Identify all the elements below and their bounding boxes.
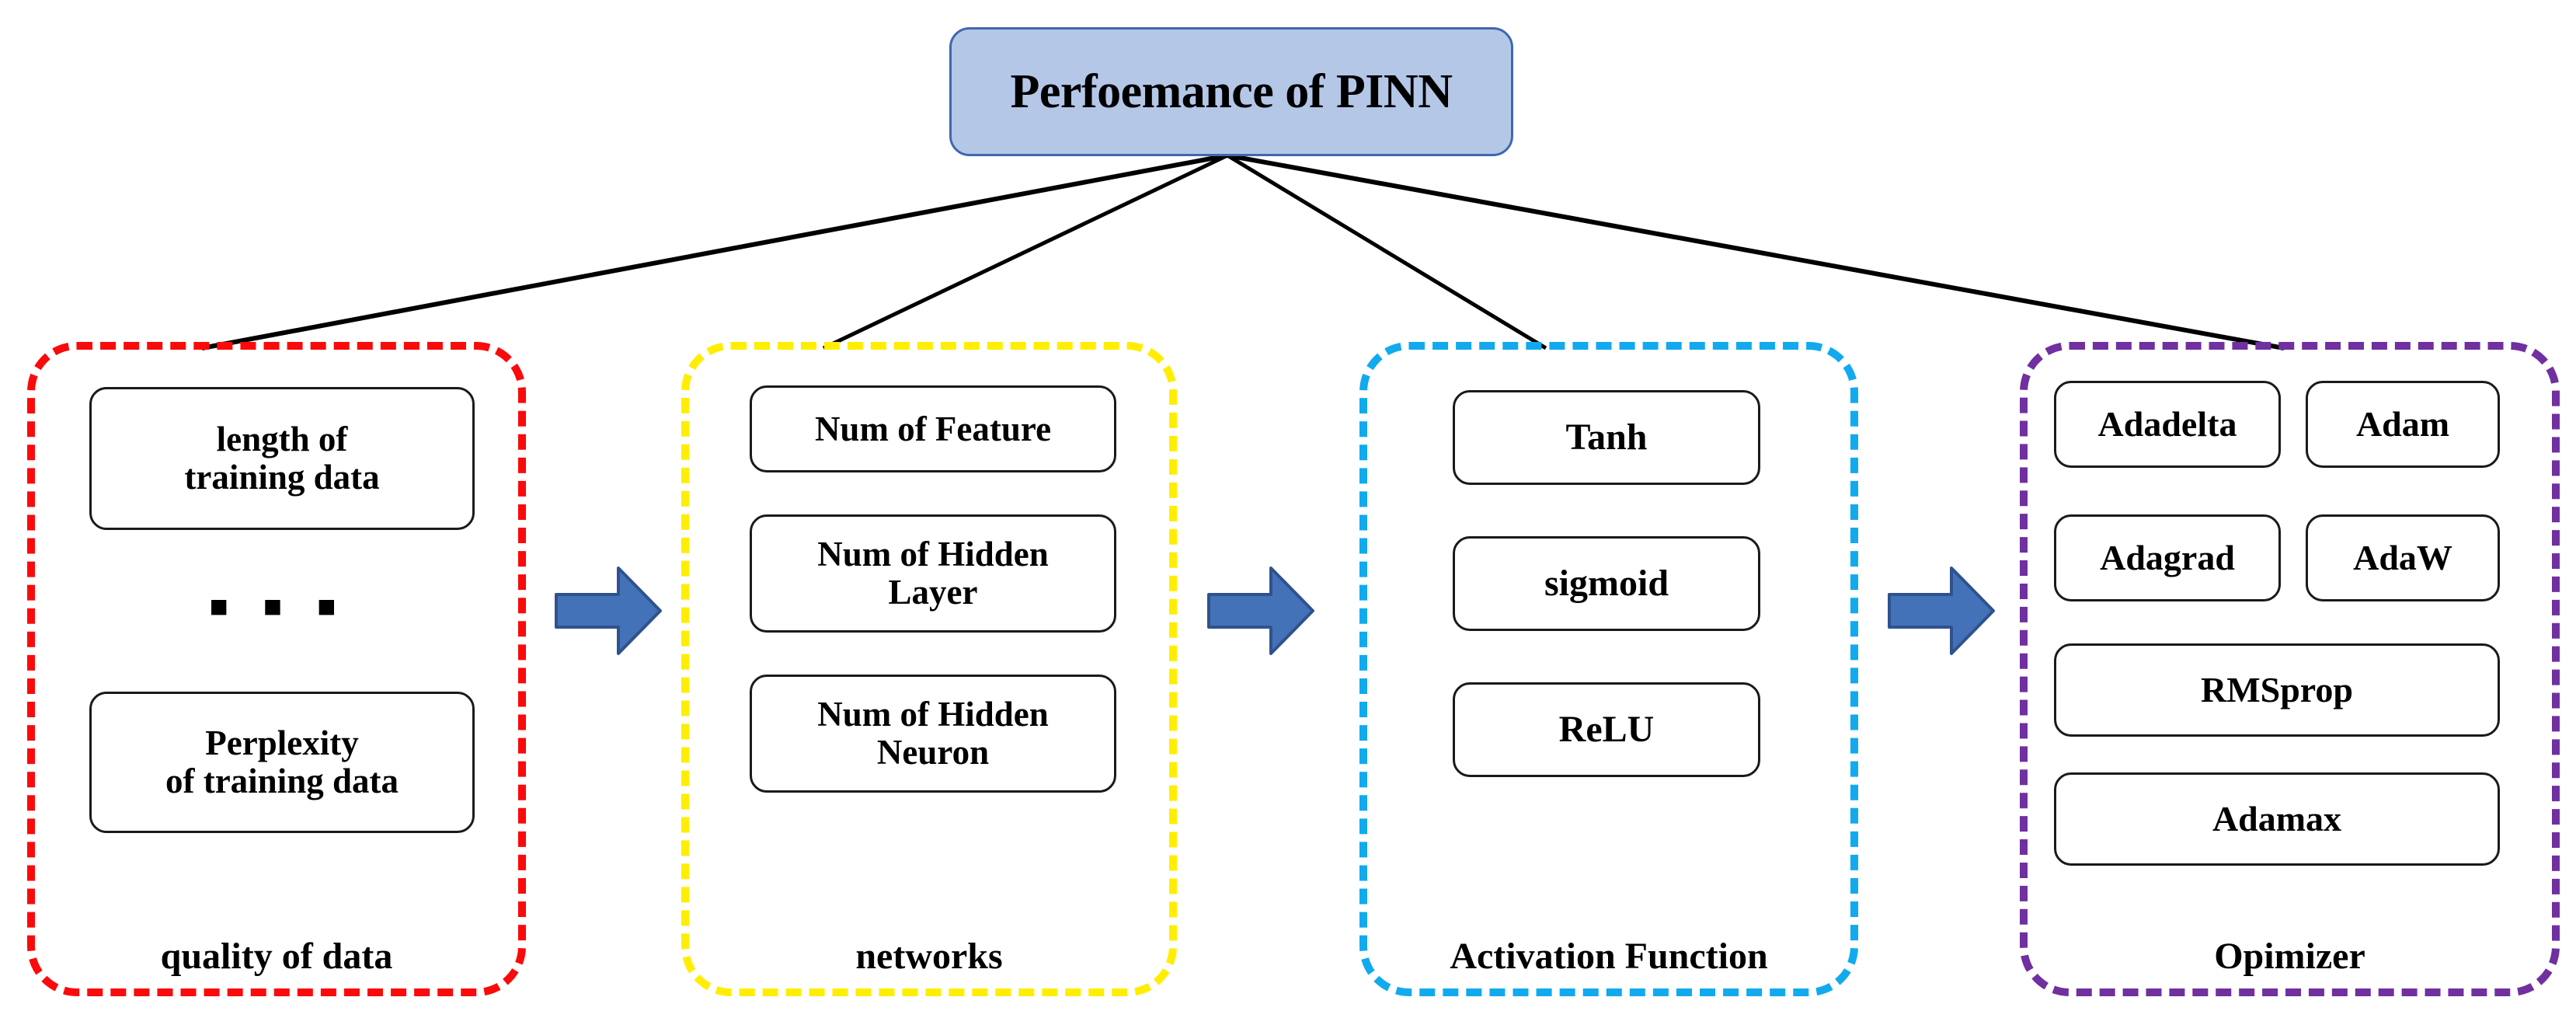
ellipsis-placeholder: ▪ ▪ ▪ [35, 575, 518, 636]
group-activation-body: Tanh sigmoid ReLU Activation Function [1367, 350, 1850, 988]
flow-arrow-right-icon-3 [1888, 567, 1995, 655]
group-label-activation-function: Activation Function [1450, 936, 1768, 977]
group-label-optimizer: Opimizer [2214, 936, 2365, 977]
item-sigmoid[interactable]: sigmoid [1453, 536, 1760, 631]
group-label-quality-of-data: quality of data [160, 936, 393, 977]
group-optimizer-body: Adadelta Adam Adagrad AdaW RMSprop Adama… [2028, 350, 2552, 988]
root-title-node[interactable]: Perfoemance of PINN [949, 27, 1513, 156]
item-adadelta[interactable]: Adadelta [2054, 381, 2281, 468]
group-label-networks: networks [855, 936, 1003, 977]
connector-line-networks [822, 153, 1229, 350]
item-adaw[interactable]: AdaW [2306, 514, 2500, 601]
connector-line-activation [1226, 153, 1547, 350]
item-adamax[interactable]: Adamax [2054, 772, 2500, 866]
item-adagrad[interactable]: Adagrad [2054, 514, 2281, 601]
item-tanh[interactable]: Tanh [1453, 390, 1760, 485]
page-title: Perfoemance of PINN [1010, 64, 1453, 118]
group-optimizer[interactable]: Adadelta Adam Adagrad AdaW RMSprop Adama… [2020, 342, 2560, 996]
item-rmsprop[interactable]: RMSprop [2054, 643, 2500, 737]
ellipsis-dots: ▪ ▪ ▪ [207, 571, 346, 640]
flow-arrow-right-icon-2 [1207, 567, 1314, 655]
item-num-of-feature[interactable]: Num of Feature [750, 385, 1116, 472]
group-activation-function[interactable]: Tanh sigmoid ReLU Activation Function [1359, 342, 1858, 996]
item-relu[interactable]: ReLU [1453, 682, 1760, 777]
connector-line-optimizer [1227, 153, 2285, 350]
item-adam[interactable]: Adam [2306, 381, 2500, 468]
flow-arrow-right-icon-1 [555, 567, 662, 655]
connector-line-quality [201, 153, 1228, 350]
